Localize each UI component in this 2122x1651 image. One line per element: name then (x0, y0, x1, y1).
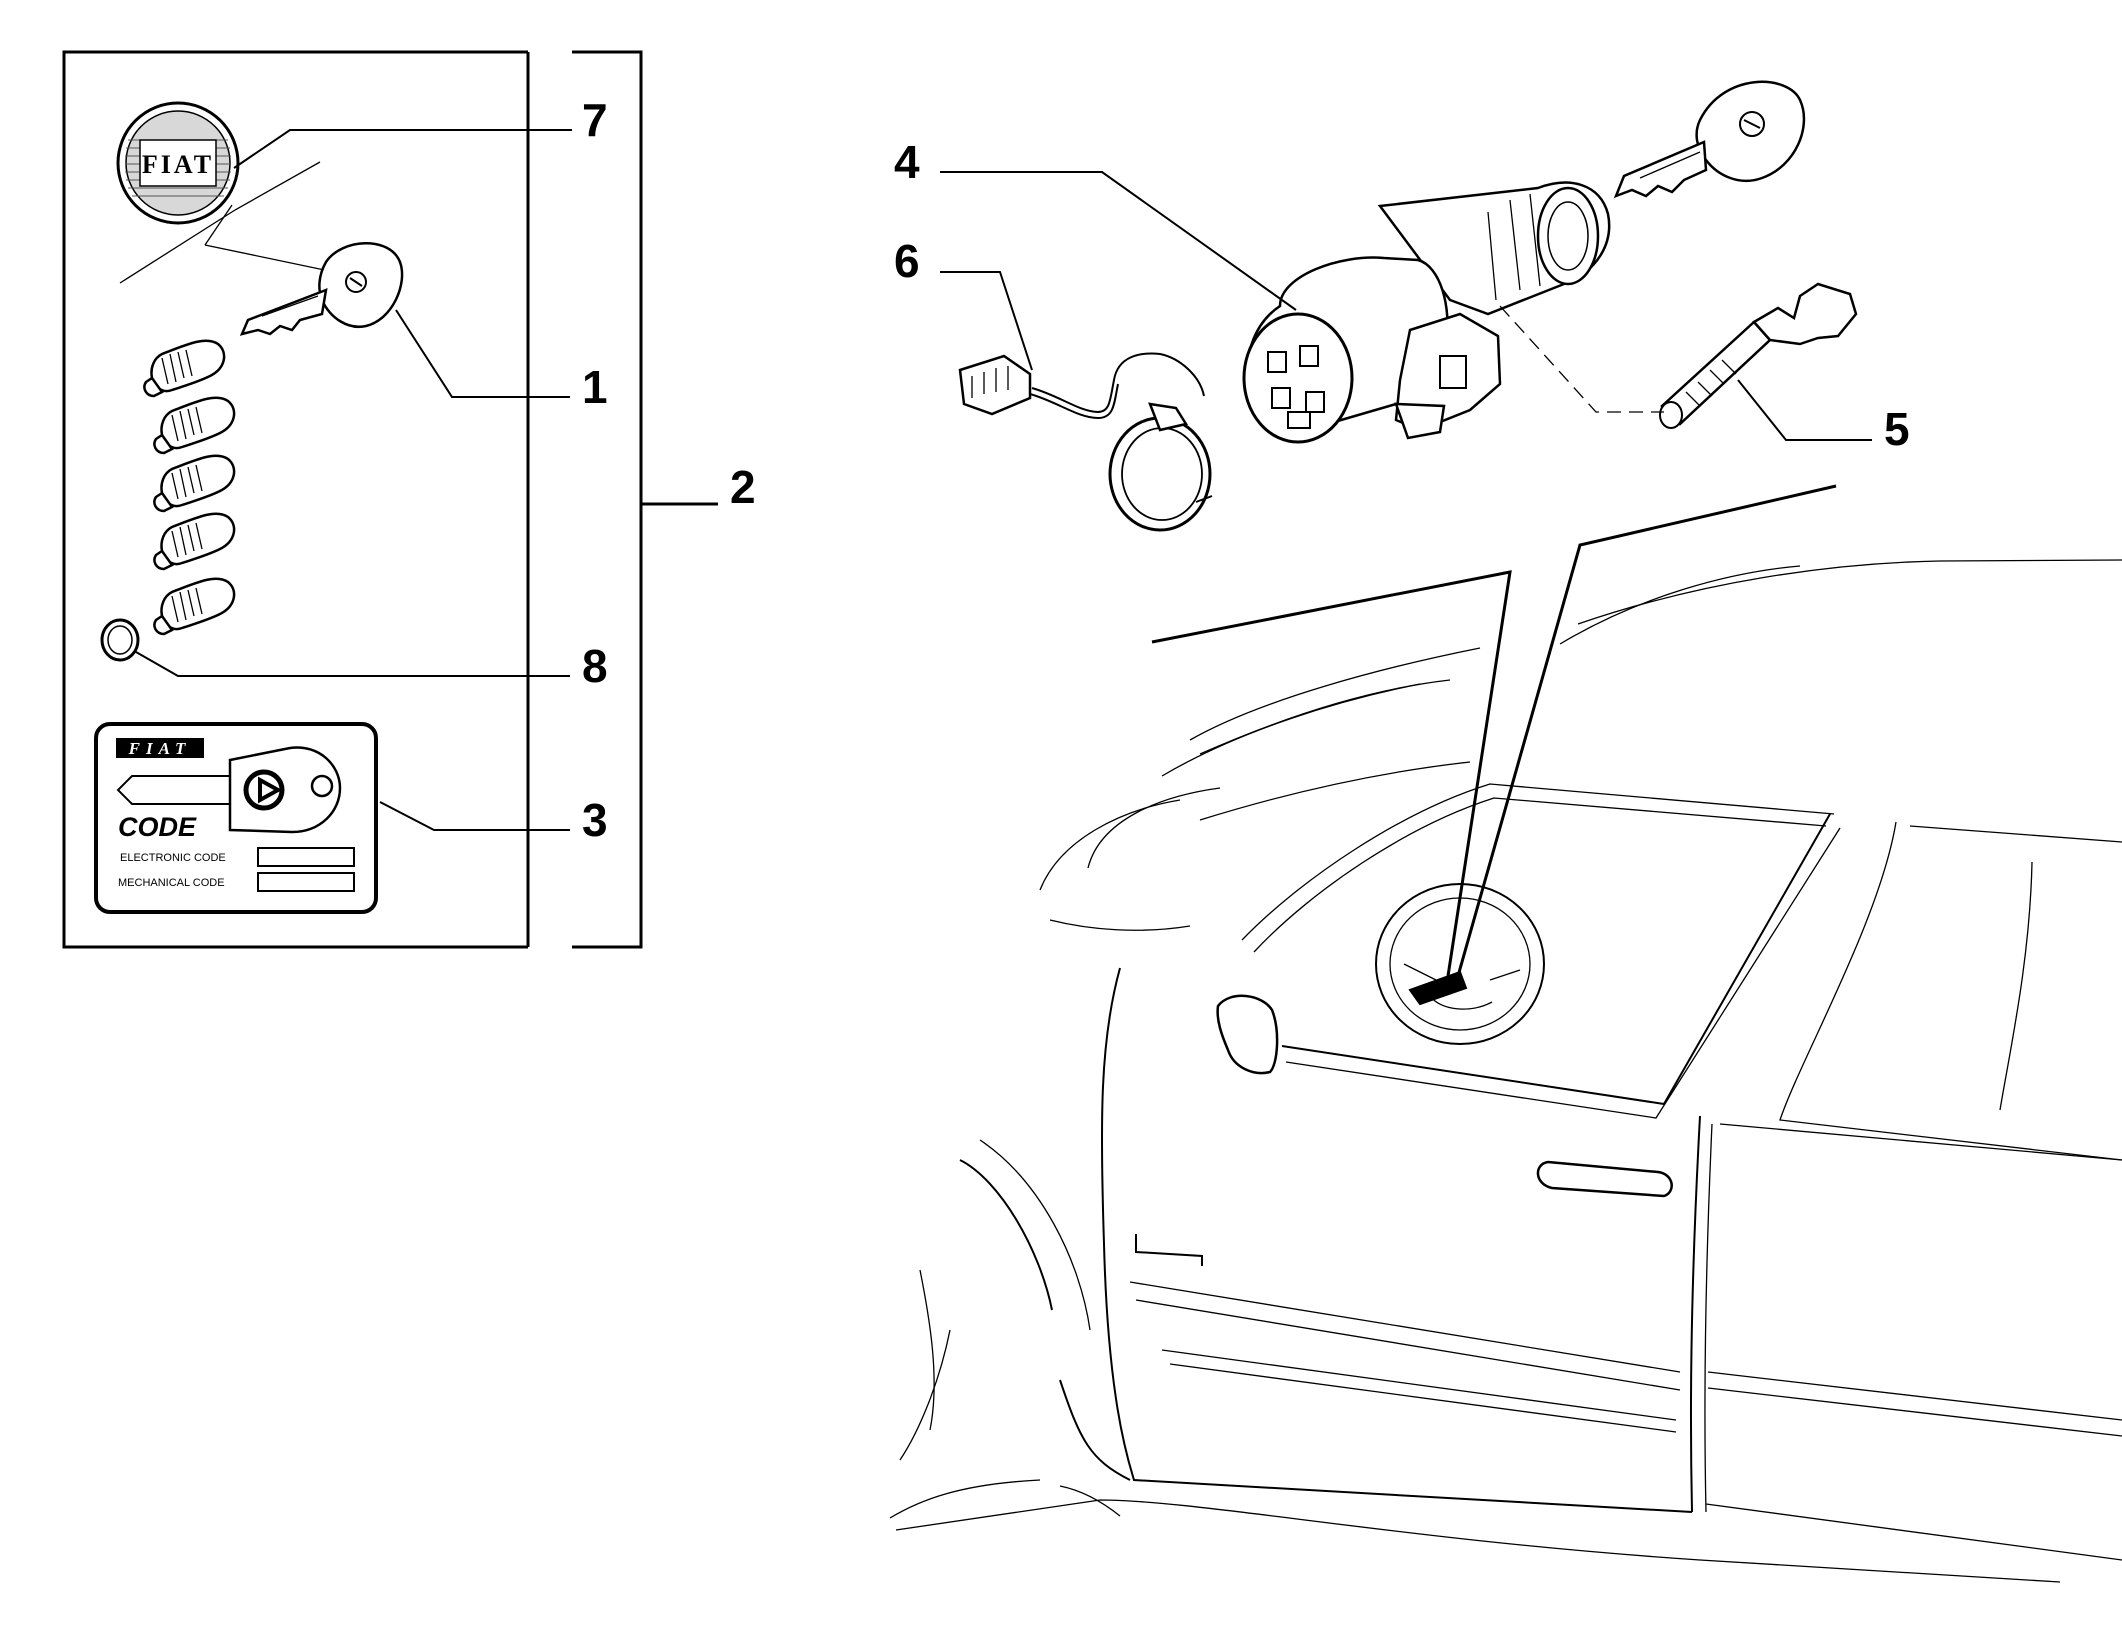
callout-4: 4 (894, 136, 920, 188)
shear-bolt (1659, 282, 1858, 429)
callout-5: 5 (1884, 403, 1910, 455)
callout-3: 3 (582, 794, 608, 846)
lock-cylinder (143, 339, 226, 398)
callout-2: 2 (730, 461, 756, 513)
leader-3 (379, 801, 570, 831)
guide-sketch-lines (119, 161, 335, 284)
electronic-code-label: ELECTRONIC CODE (120, 852, 226, 864)
leader-6 (940, 271, 1033, 371)
card-code-title: CODE (118, 812, 197, 842)
leader-5 (1737, 379, 1872, 441)
key-code-card: FIAT CODE ELECTRONIC CODE MECHANICAL COD… (94, 722, 378, 914)
callout-6: 6 (894, 235, 920, 287)
callout-7: 7 (582, 94, 608, 146)
ignition-lock-housing (1242, 181, 1611, 444)
car-interior-illustration (889, 484, 2122, 1583)
leader-7 (233, 129, 572, 169)
lock-cylinders (143, 339, 236, 636)
electronic-code-field (257, 847, 355, 867)
leader-1 (395, 309, 570, 398)
lock-cylinder (153, 512, 236, 571)
lock-cylinder (153, 454, 236, 513)
leader-4 (940, 171, 1297, 311)
lock-cylinder (153, 396, 236, 455)
leader-8 (135, 651, 570, 677)
lock-cylinder (153, 577, 236, 636)
mechanical-code-label: MECHANICAL CODE (118, 877, 225, 889)
callout-1: 1 (582, 361, 608, 413)
callout-8: 8 (582, 640, 608, 692)
lock-kit-box (62, 50, 718, 949)
spare-key (1613, 80, 1806, 199)
immobilizer-antenna (958, 352, 1213, 532)
bolt-axis-line (1499, 305, 1664, 413)
ignition-key (239, 242, 404, 336)
mechanical-code-field (257, 872, 355, 892)
badge-brand-text: FIAT (142, 150, 214, 179)
o-ring (100, 618, 140, 662)
fiat-badge-emblem: FIAT (116, 101, 240, 225)
card-brand-text: FIAT (128, 739, 192, 758)
